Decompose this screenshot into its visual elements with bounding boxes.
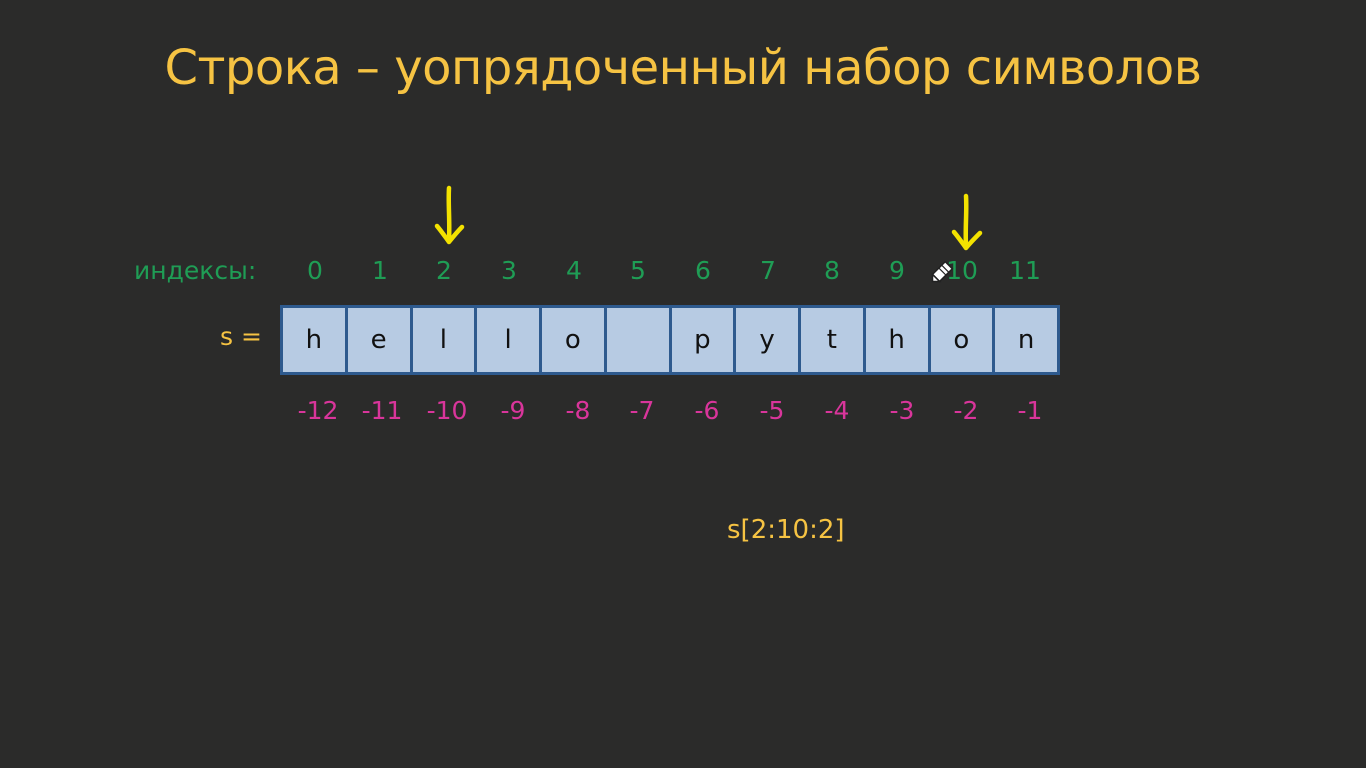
positive-index: 3 [501, 256, 517, 285]
char-cell: t [801, 308, 863, 372]
positive-index: 6 [695, 256, 711, 285]
down-arrow-icon [434, 185, 465, 245]
string-cells: h e l l o p y t h o n [280, 305, 1060, 375]
slice-expression: s[2:10:2] [727, 515, 845, 545]
negative-index: -11 [361, 396, 403, 425]
positive-index: 7 [760, 256, 776, 285]
char-cell: h [865, 308, 928, 372]
char-cell [606, 308, 669, 372]
positive-index: 11 [1009, 256, 1041, 285]
negative-index: -5 [759, 396, 785, 425]
char-cell: p [671, 308, 734, 372]
char-cell: y [736, 308, 798, 372]
char-cell: h [283, 308, 345, 372]
slide-title: Строка – уопрядоченный набор символов [164, 40, 1202, 96]
negative-index: -4 [824, 396, 850, 425]
negative-index: -2 [953, 396, 979, 425]
negative-index: -12 [297, 396, 339, 425]
char-cell: o [542, 308, 604, 372]
positive-index: 1 [372, 256, 388, 285]
positive-index: 9 [889, 256, 905, 285]
negative-index: -10 [426, 396, 468, 425]
string-variable-label: s = [220, 322, 262, 351]
negative-index: -8 [565, 396, 591, 425]
positive-index: 5 [630, 256, 646, 285]
positive-index: 0 [307, 256, 323, 285]
negative-index: -1 [1017, 396, 1043, 425]
char-cell: l [477, 308, 539, 372]
char-cell: o [930, 308, 993, 372]
pencil-cursor-icon [931, 260, 954, 283]
negative-index: -6 [694, 396, 720, 425]
char-cell: e [347, 308, 410, 372]
down-arrow-icon [951, 193, 983, 251]
indices-label: индексы: [134, 256, 257, 285]
positive-index: 4 [566, 256, 582, 285]
negative-index: -7 [629, 396, 655, 425]
positive-index: 8 [824, 256, 840, 285]
negative-index: -9 [500, 396, 526, 425]
positive-index: 2 [436, 256, 452, 285]
char-cell: n [995, 308, 1057, 372]
char-cell: l [412, 308, 475, 372]
negative-index: -3 [889, 396, 915, 425]
